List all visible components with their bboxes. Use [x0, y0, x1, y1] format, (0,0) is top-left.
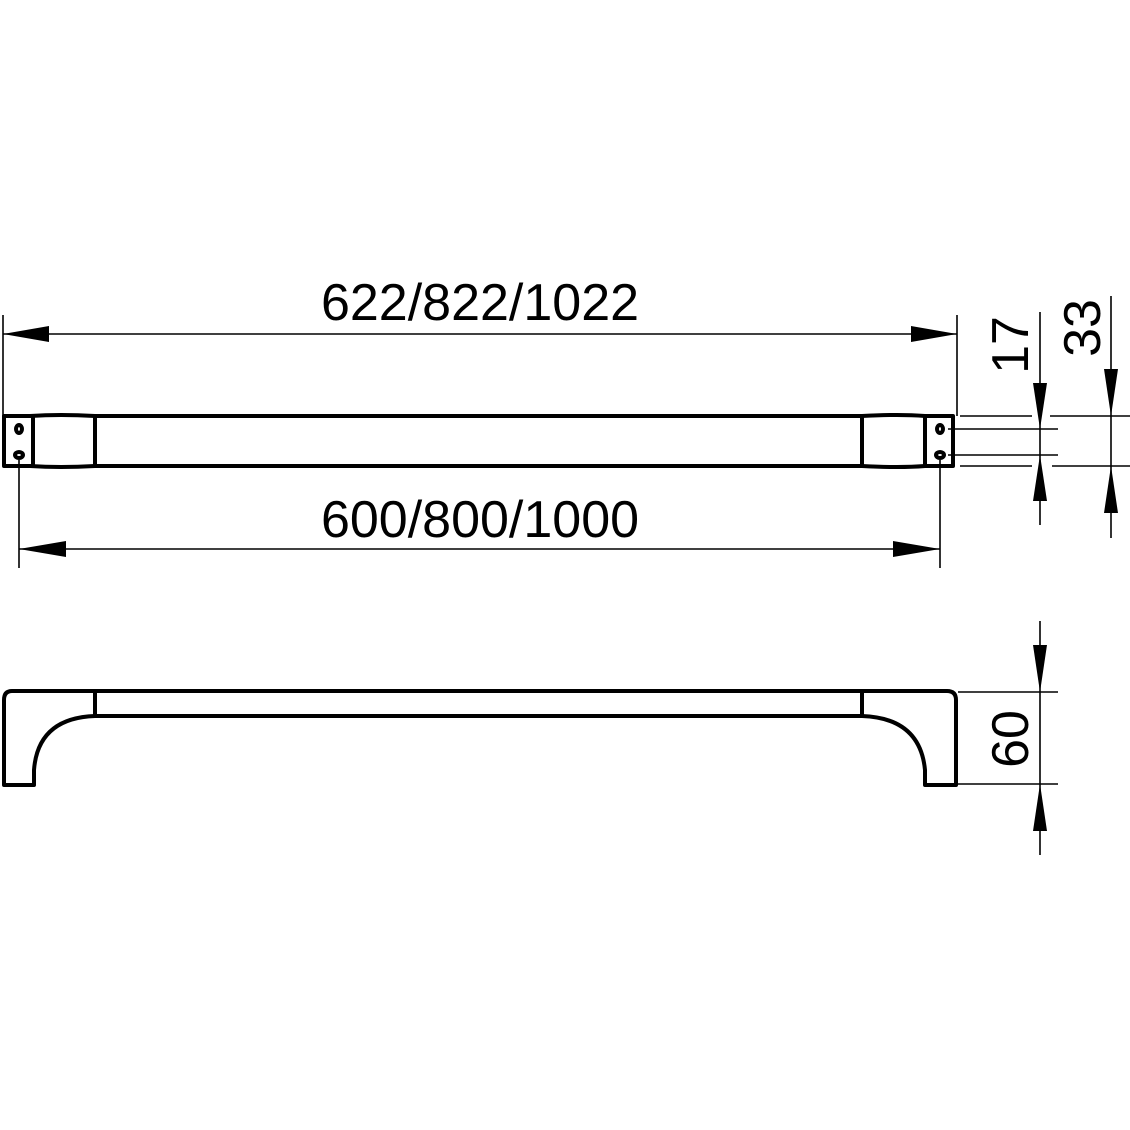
- height-label: 60: [982, 710, 1040, 768]
- mounting-hole-icon: [14, 423, 24, 435]
- mounting-distance-label: 600/800/1000: [321, 491, 639, 549]
- top-view-bar-outline: [2, 413, 955, 469]
- overall-length-dimension: 622/822/1022: [2, 274, 958, 416]
- depth-dimension: 33: [1054, 296, 1118, 538]
- arrow-left-icon: [3, 326, 49, 342]
- top-view: 622/822/1022 600/800/1000 17: [2, 274, 1130, 568]
- mounting-hole-icon: [13, 450, 25, 460]
- arrow-down-icon: [1104, 369, 1118, 416]
- mounting-hole-icon: [935, 423, 945, 435]
- arrow-up-icon: [1033, 455, 1047, 501]
- arrow-up-icon: [1033, 784, 1047, 831]
- mounting-hole-icon: [934, 450, 946, 460]
- arrow-right-icon: [911, 326, 957, 342]
- side-view-outline: [2, 689, 958, 787]
- arrow-right-icon: [893, 541, 940, 557]
- depth-label: 33: [1054, 299, 1112, 357]
- side-view: 60: [2, 621, 1058, 855]
- hole-spacing-dimension: 17: [982, 312, 1047, 525]
- overall-length-label: 622/822/1022: [321, 274, 639, 332]
- arrow-down-icon: [1033, 383, 1047, 429]
- arrow-left-icon: [19, 541, 66, 557]
- hole-spacing-label: 17: [982, 316, 1040, 374]
- arrow-up-icon: [1104, 466, 1118, 513]
- height-dimension: 60: [958, 621, 1058, 855]
- mounting-distance-dimension: 600/800/1000: [18, 460, 941, 568]
- arrow-down-icon: [1033, 645, 1047, 692]
